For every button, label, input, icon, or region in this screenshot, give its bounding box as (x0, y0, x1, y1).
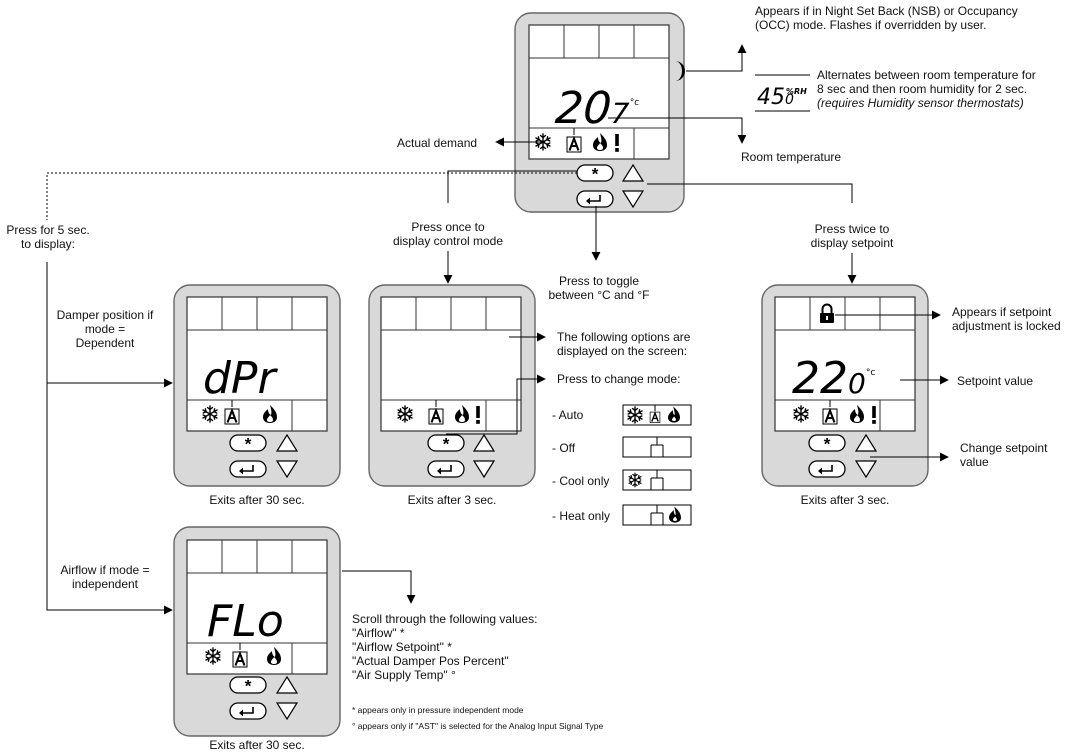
locked-line-1: Appears if setpoint (952, 305, 1052, 319)
readout-integer: 20 (554, 83, 614, 134)
damper-line-2: mode = (84, 322, 126, 336)
room-temperature-readout: 207°c (554, 83, 641, 134)
airflow-line-2: independent (71, 577, 139, 591)
nsb-line-2: (OCC) mode. Flashes if overridden by use… (755, 18, 987, 32)
readout-integer: 22 (792, 353, 848, 404)
options-label: The following options are displayed on t… (557, 330, 690, 358)
nsb-annotation: Appears if in Night Set Back (NSB) or Oc… (755, 4, 1018, 32)
options-line-2: displayed on the screen: (557, 344, 688, 358)
mode-thermostat (368, 284, 536, 487)
readout-unit: °c (866, 368, 876, 378)
change-line-2: value (960, 455, 989, 469)
scroll-item-air-supply-temp: "Air Supply Temp" ° (352, 668, 456, 682)
scroll-values-list: Scroll through the following values: "Ai… (352, 612, 537, 682)
svg-text:450%RH: 450%RH (757, 85, 807, 110)
locked-line-2: adjustment is locked (952, 319, 1061, 333)
exits-30-label: Exits after 30 sec. (209, 493, 305, 507)
humidity-line-3: (requires Humidity sensor thermostats) (817, 96, 1024, 110)
enter-button-icon[interactable] (229, 702, 267, 720)
press-5-sec-label: Press for 5 sec. to display: (3, 223, 93, 251)
humidity-readout: 450%RH (755, 74, 810, 112)
press-twice-line-2: display setpoint (810, 236, 894, 250)
mode-off-label: - Off (552, 441, 576, 455)
exits-30-airflow-label: Exits after 30 sec. (209, 738, 305, 752)
press-once-line-1: Press once to (411, 220, 485, 234)
humidity-integer: 45 (757, 85, 785, 110)
connector-lines (46, 44, 949, 615)
setpoint-value-label: Setpoint value (957, 374, 1034, 388)
auto-a-icon (232, 651, 248, 668)
star-button-icon[interactable] (576, 163, 614, 185)
press5-line-2: to display: (20, 237, 76, 251)
damper-label: Damper position if mode = Dependent (46, 308, 164, 350)
readout-decimal: 7 (610, 97, 630, 130)
enter-button-icon[interactable] (427, 460, 465, 478)
damper-line-1: Damper position if (56, 308, 154, 322)
change-setpoint-label: Change setpoint value (960, 441, 1047, 469)
humidity-annotation: Alternates between room temperature for … (817, 68, 1036, 110)
airflow-thermostat: FLo (173, 526, 341, 737)
scroll-list-title: Scroll through the following values: (352, 612, 538, 626)
main-thermostat: 207°c (514, 12, 685, 213)
scroll-item-damper-pos: "Actual Damper Pos Percent" (352, 654, 509, 668)
toggle-units-label: Press to toggle between °C and °F (543, 274, 655, 302)
enter-button-icon[interactable] (229, 460, 267, 478)
setpoint-thermostat: 220°c (761, 284, 929, 487)
enter-button-icon[interactable] (576, 190, 614, 208)
footnote-star: * appears only in pressure independent m… (352, 705, 524, 715)
star-button-icon[interactable] (808, 433, 846, 455)
auto-a-icon (566, 136, 582, 153)
airflow-display-text: FLo (207, 596, 284, 647)
readout-unit: °c (629, 98, 639, 108)
nsb-line-1: Appears if in Night Set Back (NSB) or Oc… (755, 4, 1018, 18)
exclamation-icon (615, 134, 619, 152)
exits-3-setpoint-label: Exits after 3 sec. (800, 493, 890, 507)
airflow-line-1: Airflow if mode = (60, 563, 150, 577)
mode-option-boxes (622, 404, 692, 526)
actual-demand-label: Actual demand (397, 136, 478, 150)
auto-a-icon (224, 408, 240, 425)
press-change-mode-label: Press to change mode: (557, 372, 681, 386)
room-temperature-label: Room temperature (741, 150, 842, 164)
damper-thermostat: dPr (173, 284, 341, 487)
setpoint-readout: 220°c (792, 353, 875, 404)
humidity-line-2: 8 sec and then room humidity for 2 sec. (817, 82, 1028, 96)
mode-heat-only-label: - Heat only (552, 509, 611, 523)
exclamation-icon (872, 406, 876, 424)
airflow-label: Airflow if mode = independent (46, 563, 164, 591)
scroll-item-airflow-setpoint: "Airflow Setpoint" * (352, 640, 452, 654)
star-button-icon[interactable] (427, 433, 465, 455)
readout-decimal: 0 (848, 367, 866, 400)
press5-line-1: Press for 5 sec. (6, 223, 90, 237)
exits-3-mode-label: Exits after 3 sec. (407, 493, 497, 507)
exclamation-icon (476, 406, 480, 424)
footnote-degree: ° appears only if "AST" is selected for … (352, 721, 604, 731)
options-line-1: The following options are (557, 330, 691, 344)
humidity-line-1: Alternates between room temperature for (817, 68, 1036, 82)
star-button-icon[interactable] (229, 433, 267, 455)
star-button-icon[interactable] (229, 675, 267, 697)
press-once-line-2: display control mode (392, 234, 504, 248)
mode-auto-label: - Auto (552, 408, 584, 422)
change-line-1: Change setpoint (960, 441, 1048, 455)
enter-button-icon[interactable] (808, 460, 846, 478)
humidity-unit: %RH (786, 87, 807, 96)
scroll-item-airflow: "Airflow" * (352, 626, 405, 640)
press-once-label: Press once to display control mode (388, 220, 508, 248)
toggle-line-1: Press to toggle (558, 274, 640, 288)
damper-display-text: dPr (203, 353, 278, 404)
toggle-line-2: between °C and °F (548, 288, 650, 302)
humidity-decimal: 0 (785, 92, 794, 108)
mode-cool-only-label: - Cool only (552, 474, 610, 488)
press-twice-label: Press twice to display setpoint (796, 222, 908, 250)
auto-a-icon (822, 408, 838, 425)
press-twice-line-1: Press twice to (814, 222, 890, 236)
auto-a-icon (428, 408, 444, 425)
locked-label: Appears if setpoint adjustment is locked (952, 305, 1061, 333)
damper-line-3: Dependent (75, 336, 135, 350)
